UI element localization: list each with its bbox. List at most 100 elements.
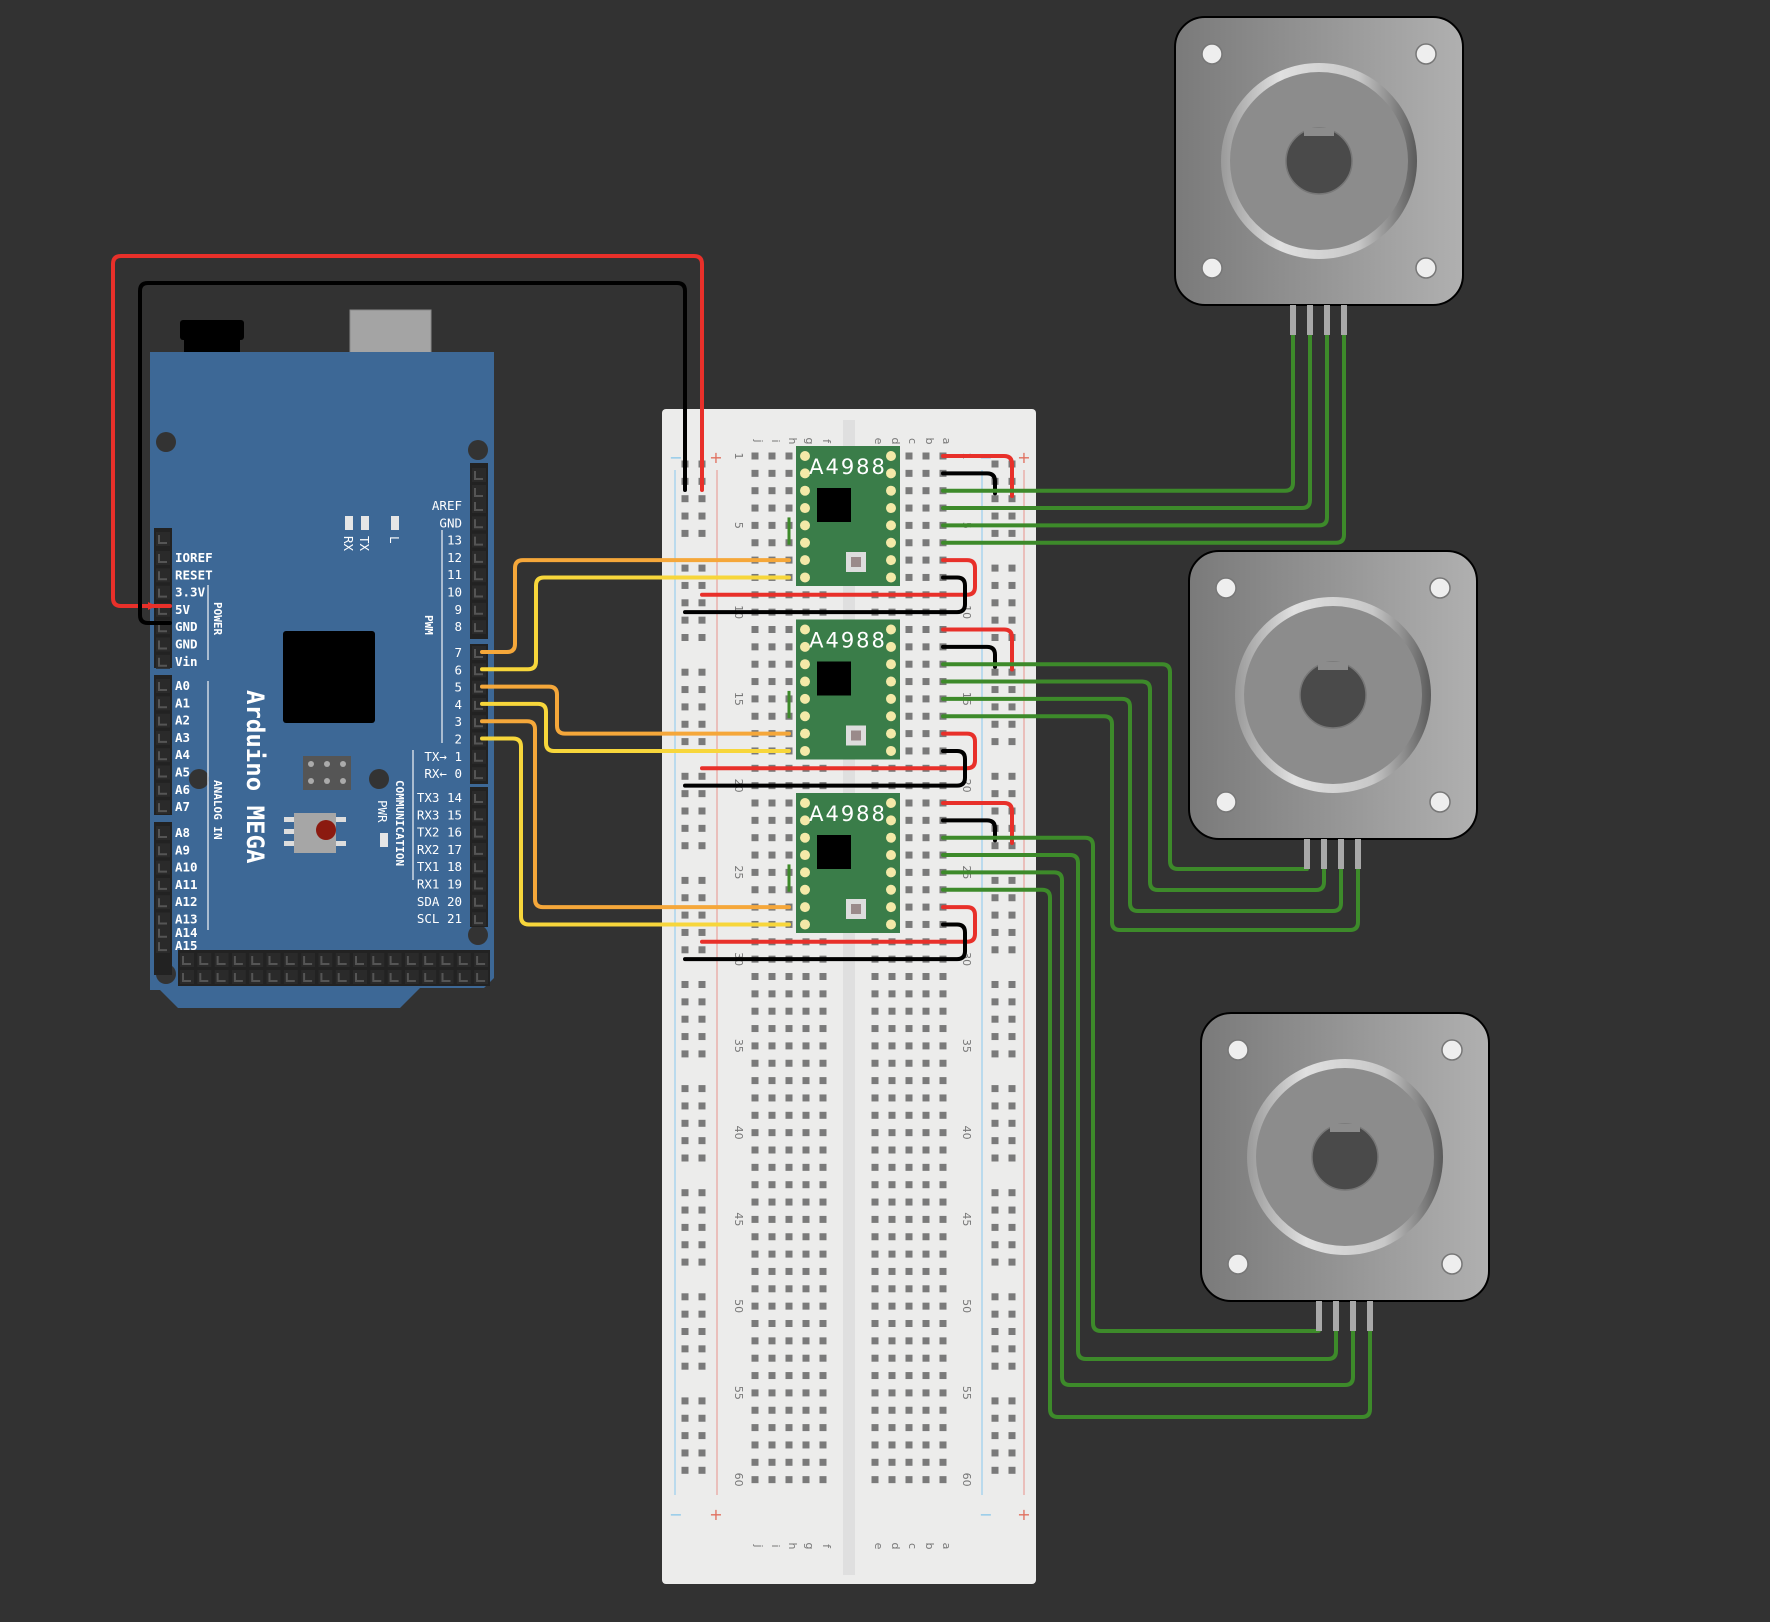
breadboard-hole[interactable] <box>819 1094 827 1102</box>
breadboard-hole[interactable] <box>939 1458 947 1466</box>
rail-hole[interactable] <box>698 634 706 641</box>
breadboard-hole[interactable] <box>751 1406 759 1414</box>
rail-hole[interactable] <box>991 807 999 815</box>
breadboard-hole[interactable] <box>922 504 930 512</box>
breadboard-hole[interactable] <box>785 487 793 495</box>
breadboard-hole[interactable] <box>785 1302 793 1310</box>
rail-hole[interactable] <box>698 1223 706 1231</box>
breadboard-hole[interactable] <box>905 1476 913 1484</box>
breadboard-hole[interactable] <box>819 1163 827 1171</box>
breadboard-hole[interactable] <box>871 1441 879 1449</box>
wire-driver1-to-motor1-coil2[interactable] <box>941 333 1312 511</box>
breadboard-hole[interactable] <box>768 452 776 460</box>
breadboard-hole[interactable] <box>939 1476 947 1484</box>
breadboard-hole[interactable] <box>819 1424 827 1432</box>
rail-hole[interactable] <box>1008 668 1016 676</box>
rail-hole[interactable] <box>1008 1328 1016 1335</box>
breadboard-hole[interactable] <box>819 990 827 998</box>
rail-hole[interactable] <box>698 911 706 919</box>
breadboard-hole[interactable] <box>871 1406 879 1414</box>
rail-hole[interactable] <box>991 946 999 954</box>
breadboard-hole[interactable] <box>922 886 930 894</box>
breadboard-hole[interactable] <box>905 1007 913 1015</box>
breadboard-hole[interactable] <box>785 452 793 460</box>
breadboard-hole[interactable] <box>751 643 759 651</box>
breadboard-hole[interactable] <box>939 1007 947 1015</box>
rail-hole[interactable] <box>681 1033 689 1041</box>
rail-hole[interactable] <box>681 720 689 728</box>
breadboard-hole[interactable] <box>905 487 913 495</box>
breadboard-hole[interactable] <box>905 1337 913 1345</box>
breadboard-hole[interactable] <box>905 868 913 876</box>
breadboard-hole[interactable] <box>922 1042 930 1050</box>
breadboard-hole[interactable] <box>922 851 930 859</box>
breadboard-hole[interactable] <box>888 1025 896 1033</box>
breadboard-hole[interactable] <box>819 1077 827 1085</box>
breadboard-hole[interactable] <box>802 1129 810 1137</box>
breadboard-hole[interactable] <box>785 1025 793 1033</box>
rail-hole[interactable] <box>698 686 706 694</box>
breadboard-hole[interactable] <box>871 1059 879 1067</box>
breadboard-hole[interactable] <box>888 1267 896 1275</box>
rail-hole[interactable] <box>698 772 706 780</box>
breadboard-hole[interactable] <box>802 1337 810 1345</box>
rail-hole[interactable] <box>1008 1189 1016 1197</box>
breadboard-hole[interactable] <box>785 469 793 477</box>
breadboard-hole[interactable] <box>905 747 913 755</box>
breadboard-hole[interactable] <box>768 990 776 998</box>
breadboard-hole[interactable] <box>888 1007 896 1015</box>
rail-hole[interactable] <box>991 1223 999 1231</box>
wire-gnd-motor-driver1[interactable] <box>941 471 997 496</box>
breadboard-hole[interactable] <box>939 1094 947 1102</box>
breadboard-hole[interactable] <box>785 799 793 807</box>
rail-hole[interactable] <box>991 703 999 711</box>
breadboard-hole[interactable] <box>871 1025 879 1033</box>
breadboard-hole[interactable] <box>939 1163 947 1171</box>
rail-hole[interactable] <box>991 1328 999 1335</box>
rail-hole[interactable] <box>991 1258 999 1266</box>
breadboard-hole[interactable] <box>905 539 913 547</box>
reset-button[interactable] <box>284 813 346 853</box>
rail-hole[interactable] <box>681 1258 689 1266</box>
breadboard-hole[interactable] <box>751 851 759 859</box>
rail-hole[interactable] <box>1008 1033 1016 1041</box>
breadboard-hole[interactable] <box>802 1458 810 1466</box>
breadboard-hole[interactable] <box>785 1267 793 1275</box>
breadboard-hole[interactable] <box>922 678 930 686</box>
rail-hole[interactable] <box>698 981 706 988</box>
breadboard-hole[interactable] <box>939 1424 947 1432</box>
breadboard-hole[interactable] <box>888 1285 896 1293</box>
breadboard-hole[interactable] <box>922 903 930 911</box>
breadboard-hole[interactable] <box>802 1285 810 1293</box>
breadboard-hole[interactable] <box>871 1285 879 1293</box>
rail-hole[interactable] <box>698 1154 706 1162</box>
breadboard-hole[interactable] <box>751 1059 759 1067</box>
breadboard-hole[interactable] <box>905 816 913 824</box>
rail-hole[interactable] <box>991 928 999 936</box>
rail-hole[interactable] <box>991 738 999 746</box>
rail-hole[interactable] <box>698 1432 706 1440</box>
breadboard-hole[interactable] <box>768 469 776 477</box>
breadboard-hole[interactable] <box>751 626 759 633</box>
rail-hole[interactable] <box>1008 1102 1016 1110</box>
breadboard-hole[interactable] <box>922 1267 930 1275</box>
breadboard-hole[interactable] <box>802 1077 810 1085</box>
breadboard-hole[interactable] <box>905 1302 913 1310</box>
breadboard-hole[interactable] <box>939 990 947 998</box>
stepper-motor-1[interactable] <box>1174 16 1464 335</box>
rail-hole[interactable] <box>1008 928 1016 936</box>
breadboard-hole[interactable] <box>905 660 913 668</box>
rail-hole[interactable] <box>681 824 689 832</box>
breadboard-hole[interactable] <box>888 1094 896 1102</box>
rail-hole[interactable] <box>1008 894 1016 902</box>
breadboard-hole[interactable] <box>922 452 930 460</box>
breadboard-hole[interactable] <box>922 1077 930 1085</box>
rail-hole[interactable] <box>681 564 689 572</box>
breadboard-hole[interactable] <box>922 1337 930 1345</box>
rail-hole[interactable] <box>1008 998 1016 1006</box>
rail-hole[interactable] <box>681 1466 689 1474</box>
breadboard-hole[interactable] <box>751 1077 759 1085</box>
rail-hole[interactable] <box>1008 1119 1016 1127</box>
breadboard-hole[interactable] <box>939 1129 947 1137</box>
breadboard-hole[interactable] <box>768 1111 776 1119</box>
